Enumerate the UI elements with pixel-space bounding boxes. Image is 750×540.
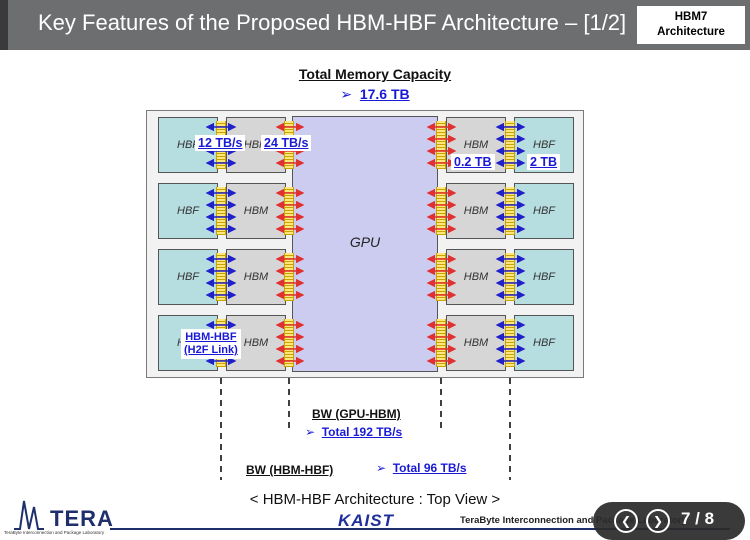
hbm-label: HBM	[243, 337, 269, 349]
hbm-label: HBM	[463, 337, 489, 349]
capacity-value-line: ➢ 17.6 TB	[0, 86, 750, 103]
hbm-capacity-callout: 0.2 TB	[451, 154, 495, 170]
chevron-left-icon: ❮	[620, 514, 632, 528]
gpu-hbm-link-strip	[284, 319, 294, 367]
gpu-label: GPU	[349, 234, 381, 250]
footer-divider	[110, 528, 730, 530]
hbm-label: HBM	[243, 205, 269, 217]
hbf-label: HBF	[533, 205, 555, 217]
gpu-hbm-link-strip	[436, 253, 446, 301]
lab-name: TeraByte Interconnection and Package Lab…	[460, 515, 687, 526]
hbf-label: HBF	[177, 139, 199, 151]
tera-logo-icon	[14, 500, 44, 530]
section-badge: HBM7 Architecture	[637, 6, 745, 44]
bw-gpu-hbm-total-line: ➢ Total 192 TB/s	[305, 425, 402, 439]
gpu-die	[292, 116, 438, 372]
capacity-value: 17.6 TB	[359, 86, 410, 102]
hbf-label: HBF	[177, 205, 199, 217]
hbm-hbf-link-strip	[505, 121, 515, 169]
h2f-link-line-1: HBM-HBF	[185, 331, 237, 343]
next-slide-button[interactable]: ❯	[646, 509, 670, 533]
hbm-hbf-link-strip	[505, 253, 515, 301]
tera-logo-subtext: TeraByte Interconnection and Package Lab…	[4, 530, 105, 535]
gpu-hbm-link-strip	[436, 187, 446, 235]
hbm-label: HBM	[463, 205, 489, 217]
hbm-hbf-link-strip	[505, 187, 515, 235]
gpu-hbm-bandwidth-callout: 24 TB/s	[261, 135, 312, 151]
slide-title: Key Features of the Proposed HBM-HBF Arc…	[38, 10, 627, 35]
bullet-arrow-icon: ➢	[340, 86, 353, 102]
badge-line-1: HBM7	[674, 11, 708, 23]
hbm-label: HBM	[243, 271, 269, 283]
hbf-label: HBF	[533, 139, 555, 151]
hbm-hbf-bandwidth-callout: 12 TB/s	[195, 135, 246, 151]
gpu-hbm-link-strip	[436, 319, 446, 367]
bw-hbm-hbf-label: BW (HBM-HBF)	[246, 463, 334, 477]
hbm-hbf-link-strip	[505, 319, 515, 367]
bw-hbm-hbf-total-line: ➢ Total 96 TB/s	[376, 461, 467, 475]
kaist-logo: KAIST	[338, 511, 394, 530]
bw-gpu-hbm-total: Total 192 TB/s	[321, 425, 403, 439]
hbf-capacity-callout: 2 TB	[527, 154, 561, 170]
bullet-arrow-icon: ➢	[305, 425, 316, 439]
figure-caption: < HBM-HBF Architecture : Top View >	[249, 491, 501, 508]
gpu-hbm-link-strip	[284, 253, 294, 301]
hbf-label: HBF	[533, 337, 555, 349]
capacity-title: Total Memory Capacity	[298, 66, 452, 82]
title-bar-accent	[0, 0, 8, 50]
title-bar	[0, 0, 750, 50]
hbf-label: HBF	[533, 271, 555, 283]
badge-line-2: Architecture	[657, 26, 725, 38]
hbm-label: HBM	[463, 139, 489, 151]
tera-logo-text: TERA	[50, 506, 114, 531]
hbm-hbf-link-strip	[216, 253, 226, 301]
bw-gpu-hbm-label: BW (GPU-HBM)	[312, 407, 401, 421]
gpu-hbm-link-strip	[436, 121, 446, 169]
chevron-right-icon: ❯	[652, 514, 664, 528]
previous-slide-button[interactable]: ❮	[614, 509, 638, 533]
bw-hbm-hbf-total: Total 96 TB/s	[392, 461, 467, 475]
page-indicator: 7 / 8	[681, 509, 715, 528]
h2f-link-line-2: (H2F Link)	[184, 344, 238, 356]
hbm-hbf-link-strip	[216, 187, 226, 235]
hbm-label: HBM	[463, 271, 489, 283]
gpu-hbm-link-strip	[284, 187, 294, 235]
h2f-link-callout: HBM-HBF (H2F Link)	[181, 329, 241, 359]
bullet-arrow-icon: ➢	[376, 461, 387, 475]
hbf-label: HBF	[177, 271, 199, 283]
